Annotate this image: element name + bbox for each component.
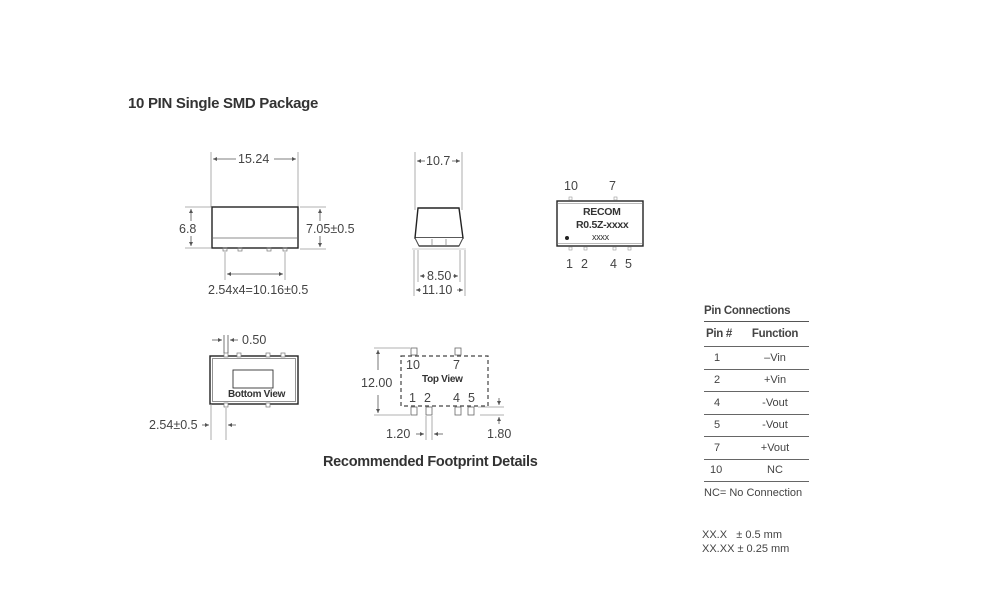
- marking-pin-5: 5: [625, 257, 632, 271]
- side-height-label: 6.8: [179, 222, 197, 236]
- page-title: 10 PIN Single SMD Package: [128, 95, 319, 112]
- pin-number: 1: [714, 351, 721, 364]
- footprint-pin-10: 10: [406, 358, 420, 372]
- bottom-pad-width-label: 0.50: [242, 333, 267, 347]
- pin1-dot-icon: [565, 236, 569, 240]
- top-marking-view: [556, 196, 644, 251]
- table-row: 5 -Vout: [704, 415, 809, 437]
- side-view: [185, 152, 326, 280]
- pin-function: +Vin: [763, 374, 787, 387]
- footprint-view-label: Top View: [422, 374, 463, 385]
- tolerance-1: XX.X ± 0.5 mm: [702, 529, 783, 541]
- pin-function: –Vin: [764, 351, 786, 364]
- tolerance-2: XX.XX ± 0.25 mm: [702, 543, 790, 555]
- header-pin: Pin #: [706, 328, 732, 340]
- pin-number: 5: [714, 419, 721, 432]
- table-header-row: Pin # Function: [704, 322, 809, 347]
- marking-brand: RECOM: [583, 206, 621, 218]
- footprint-pin-5: 5: [468, 391, 475, 405]
- marking-model: R0.5Z-xxxx: [576, 219, 629, 231]
- footprint-pad-length-label: 1.80: [487, 427, 512, 441]
- end-inner-label: 8.50: [427, 269, 452, 283]
- pin-function: NC: [767, 464, 783, 477]
- pin-number: 7: [714, 441, 721, 454]
- footprint-view: [374, 347, 504, 440]
- marking-code: xxxx: [592, 232, 609, 242]
- table-row: 2 +Vin: [704, 370, 809, 392]
- end-width-label: 10.7: [426, 154, 451, 168]
- pin-connections-table: Pin Connections Pin # Function 1 –Vin 2 …: [704, 305, 809, 499]
- pin-number: 10: [710, 464, 723, 477]
- marking-pin-1: 1: [566, 257, 573, 271]
- side-width-label: 15.24: [238, 152, 270, 166]
- bottom-pitch-label: 2.54±0.5: [149, 418, 198, 432]
- table-row: 7 +Vout: [704, 437, 809, 460]
- footprint-pin-7: 7: [453, 358, 460, 372]
- pin-number: 2: [714, 374, 721, 387]
- bottom-view: [202, 335, 299, 440]
- footprint-height-label: 12.00: [361, 376, 393, 390]
- footprint-pin-4: 4: [453, 391, 460, 405]
- nc-note: NC= No Connection: [704, 487, 803, 499]
- pin-connections-title: Pin Connections: [704, 305, 809, 322]
- table-row: 10 NC: [704, 460, 809, 482]
- footprint-pin-1: 1: [409, 391, 416, 405]
- table-row: 1 –Vin: [704, 347, 809, 370]
- pin-function: -Vout: [762, 396, 788, 409]
- marking-pin-2: 2: [581, 257, 588, 271]
- header-function: Function: [751, 328, 799, 340]
- marking-pin-10: 10: [564, 179, 578, 193]
- bottom-view-label: Bottom View: [228, 389, 286, 400]
- pin-function: -Vout: [762, 419, 788, 432]
- end-outer-label: 11.10: [422, 283, 453, 297]
- side-pitch-label: 2.54x4=10.16±0.5: [208, 283, 309, 297]
- footprint-title: Recommended Footprint Details: [323, 454, 538, 470]
- table-row: 4 -Vout: [704, 392, 809, 415]
- footprint-pin-2: 2: [424, 391, 431, 405]
- footprint-pad-width-label: 1.20: [386, 427, 411, 441]
- pin-function: +Vout: [760, 441, 790, 454]
- pin-number: 4: [714, 396, 721, 409]
- marking-pin-7: 7: [609, 179, 616, 193]
- side-total-height-label: 7.05±0.5: [306, 222, 355, 236]
- end-view: [412, 152, 466, 296]
- marking-pin-4: 4: [610, 257, 617, 271]
